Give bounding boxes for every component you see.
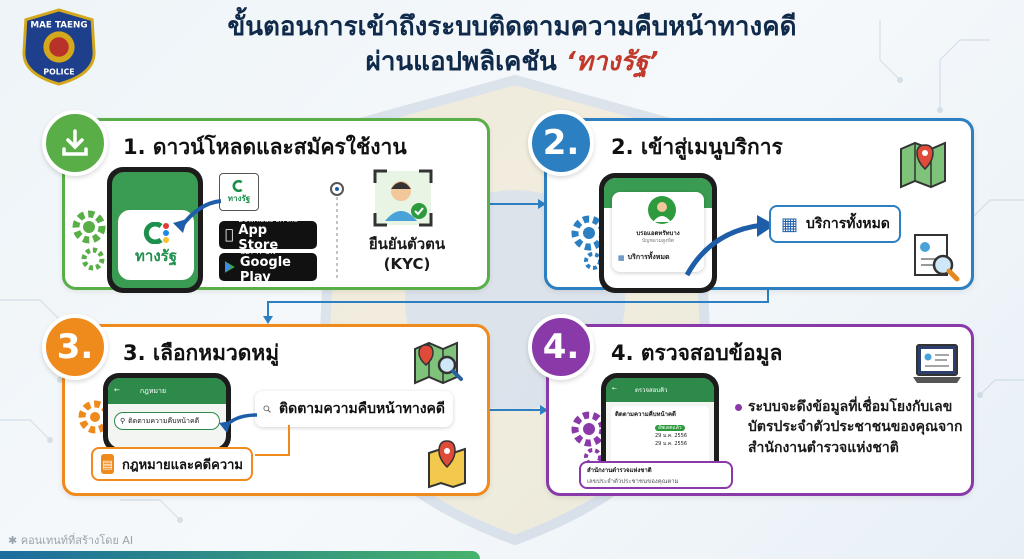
step-4-badge: 4. [528,314,594,380]
laptop-document-icon [913,344,961,383]
all-services-menu[interactable]: ▦ บริการทั้งหมด [618,252,670,263]
phone-header-bar: ← กฎหมาย [108,378,226,404]
step-1-badge [42,110,108,176]
title-line-2-prefix: ผ่านแอปพลิเคชัน [365,47,557,78]
kyc-face-icon [373,169,433,227]
phone-search-text: ติดตามความคืบหน้าคดี [128,416,200,425]
app-store-big: App Store [230,224,303,252]
document-icon: ▤ [101,454,114,474]
police-source-title: สำนักงานตำรวจแห่งชาติ [587,466,652,474]
title-line-1: ขั้นตอนการเข้าถึงระบบติดตามความคืบหน้าทา… [227,12,797,42]
avatar [648,196,676,224]
profile-name: บรอแอดทรัทบาง [636,230,680,237]
phone-mockup: ← ตรวจสอบคิว ติดตามความคืบหน้าคดี อัพเดต… [601,373,719,489]
document-search-icon [914,234,960,282]
phone-mockup: บรอแอดทรัทบาง บัญชอวมสูงข้ต ▦ บริการทั้ง… [599,173,717,293]
search-icon: ⚲ [120,417,126,425]
police-source-callout[interactable]: สำนักงานตำรวจแห่งชาติ เลขประจำตัวประชาชน… [579,461,733,489]
download-icon [62,129,88,156]
gear-icon [72,210,106,271]
all-services-callout-label: บริการทั้งหมด [806,216,890,232]
arrow-2-to-3 [267,290,769,318]
police-source-sub: เลขประจำตัวประชาชนของคุณตาม [587,477,679,485]
app-badge-small: ทางรัฐ [219,173,259,211]
arrow-icon [219,413,258,433]
mae-taeng-police-logo: MAE TAENG POLICE [22,8,96,86]
kyc-label-line-2: (KYC) [383,254,431,273]
app-store-small: Download on the [230,217,297,232]
dotted-connector [330,182,344,281]
phone-header-title: ตรวจสอบคิว [635,387,668,394]
arrow-icon [684,215,775,277]
step-2-heading: 2. เข้าสู่เมนูบริการ [611,135,783,159]
logo-top-text: MAE TAENG [30,21,87,31]
case-detail-card: ติดตามความคืบหน้าคดี อัพเดตแล้ว 29 ม.ค. … [611,406,709,466]
connector-line [255,425,290,456]
app-store-button[interactable]:  Download on the App Store [219,217,317,252]
step-2-badge: 2. [528,110,594,176]
bottom-accent-bar [0,551,480,559]
grid-icon: ▦ [781,213,799,235]
google-play-big: Google Play [239,255,291,285]
page-title: ขั้นตอนการเข้าถึงระบบติดตามความคืบหน้าทา… [0,10,1024,80]
kyc-label: ยืนยันตัวตน (KYC) [357,235,457,274]
status-badge: อัพเดตแล้ว [655,424,685,431]
law-category-label: กฎหมายและคดีความ [122,457,243,473]
tangrat-logo-icon [143,222,169,244]
profile-card: บรอแอดทรัทบาง บัญชอวมสูงข้ต ▦ บริการทั้ง… [612,192,704,272]
back-icon[interactable]: ← [114,386,120,394]
search-callout-label: ติดตามความคืบหน้าทางคดี [279,401,445,417]
phone-search-field[interactable]: ⚲ ติดตามความคืบหน้าคดี [114,412,220,430]
app-badge-label: ทางรัฐ [227,193,251,203]
bullet-line-1: ระบบจะดึงข้อมูลที่เชื่อมโยงกับเลข [748,399,953,415]
step-3-badge: 3. [42,314,108,380]
google-play-icon [225,261,235,273]
kyc-label-line-1: ยืนยันตัวตน [368,235,446,253]
arrow-icon [173,199,222,233]
google-play-button[interactable]: GET IT ON Google Play [219,249,317,284]
apple-icon:  [225,227,233,243]
map-pin-icon [428,440,466,489]
back-icon[interactable]: ← [612,385,618,392]
all-services-menu-label: บริการทั้งหมด [627,253,670,261]
google-play-small: GET IT ON [239,248,276,257]
phone-header-bar: ← ตรวจสอบคิว [606,378,714,402]
app-name-label: ทางรัฐ [135,247,177,265]
search-callout[interactable]: ติดตามความคืบหน้าทางคดี [255,391,453,427]
step-2-card: 2. เข้าสู่เมนูบริการ บรอแอดทรัทบาง บัญชอ… [544,118,974,293]
law-category-callout[interactable]: ▤ กฎหมายและคดีความ [91,447,253,481]
case-title: ติดตามความคืบหน้าคดี [615,411,676,418]
phone-header-title: กฎหมาย [139,387,167,395]
all-services-callout[interactable]: ▦ บริการทั้งหมด [769,205,901,243]
phone-mockup: ← กฎหมาย ⚲ ติดตามความคืบหน้าคดี [103,373,231,453]
step-4-heading: 4. ตรวจสอบข้อมูล [611,341,783,365]
grid-icon: ▦ [618,253,625,262]
profile-sub: บัญชอวมสูงข้ต [641,238,675,244]
bullet-line-2: บัตรประจำตัวประชาชนของคุณจาก [748,419,963,436]
title-line-2: ผ่านแอปพลิเคชัน ‘ทางรัฐ’ [0,45,1024,80]
case-date-1: 29 ม.ค. 2556 [655,432,688,439]
step-1-heading: 1. ดาวน์โหลดและสมัครใช้งาน [123,135,407,159]
ai-credit-note: ✱ คอนเทนท์ที่สร้างโดย AI [8,534,134,547]
bullet-line-3: สำนักงานตำรวจแห่งชาติ [748,439,899,456]
info-bullet: ระบบจะดึงข้อมูลที่เชื่อมโยงกับเลข บัตรปร… [735,397,971,458]
step-3-heading: 3. เลือกหมวดหมู่ [123,341,280,365]
logo-bottom-text: POLICE [43,67,74,76]
tangrat-small-icon [232,179,243,192]
phone-mockup: ทางรัฐ [107,167,203,293]
step-4-card: 4. ตรวจสอบข้อมูล ← ตรวจสอบคิว ติดตามความ… [546,324,974,496]
step-3-card: 3. เลือกหมวดหมู่ ← กฎหมาย ⚲ ติดตามความคื… [62,324,490,496]
search-icon [263,405,271,413]
step-1-card: 1. ดาวน์โหลดและสมัครใช้งาน ทางรัฐ ทางรัฐ [62,118,490,293]
case-date-2: 29 ม.ค. 2556 [655,440,688,447]
map-search-icon [414,341,463,385]
title-app-name: ‘ทางรัฐ’ [565,47,659,78]
map-icon [900,141,946,189]
bullet-dot [735,403,742,411]
